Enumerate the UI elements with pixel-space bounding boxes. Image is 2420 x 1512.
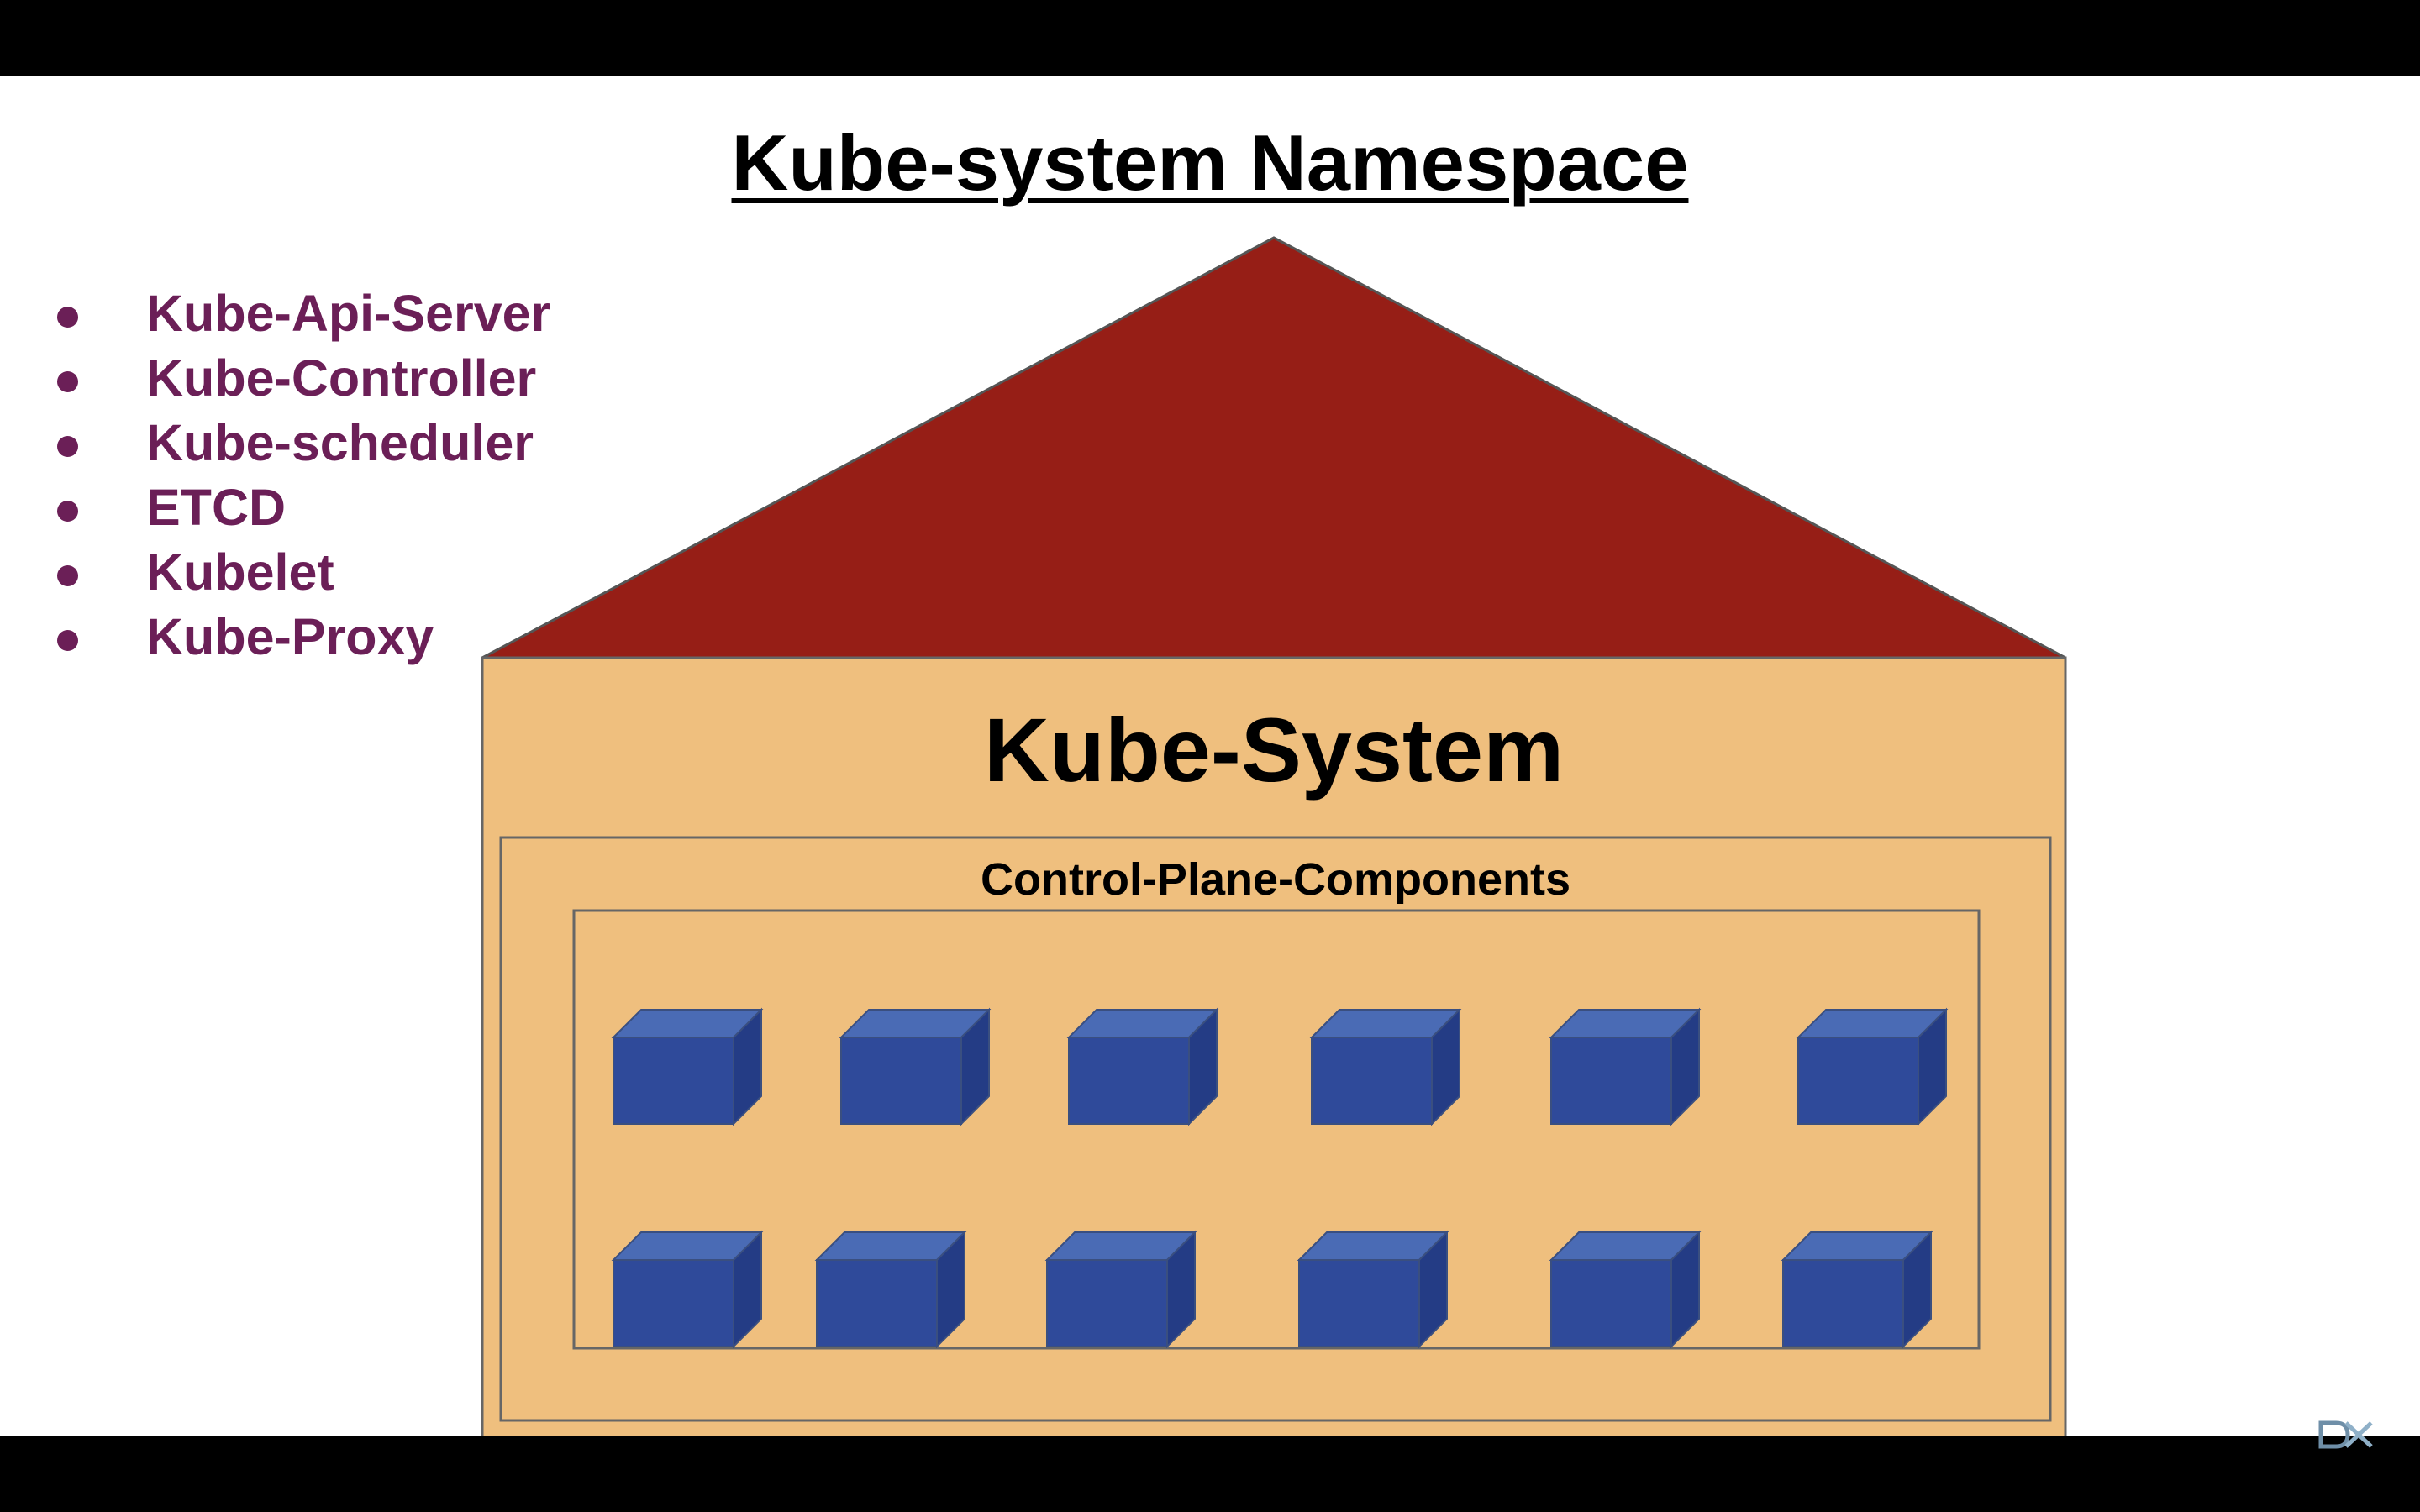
cube-grid bbox=[611, 1007, 1949, 1349]
component-cube-icon bbox=[814, 1230, 967, 1349]
kube-system-label: Kube-System bbox=[983, 699, 1565, 801]
component-cube-icon bbox=[1297, 1230, 1449, 1349]
component-cube-icon bbox=[611, 1230, 764, 1349]
bullet-dot-icon bbox=[57, 565, 78, 586]
top-letterbox-bar bbox=[0, 0, 2420, 76]
component-cube-icon bbox=[1549, 1230, 1702, 1349]
bottom-letterbox-bar bbox=[0, 1436, 2420, 1512]
bullet-item-kubelet: Kubelet bbox=[50, 540, 550, 605]
bullet-dot-icon bbox=[57, 630, 78, 651]
bullet-label: ETCD bbox=[146, 479, 287, 536]
bullet-dot-icon bbox=[57, 501, 78, 522]
component-cube-icon bbox=[1044, 1230, 1197, 1349]
control-plane-box bbox=[499, 836, 2052, 1422]
page-title: Kube-system Namespace bbox=[731, 118, 1689, 207]
bullet-dot-icon bbox=[57, 371, 78, 392]
control-plane-components-label: Control-Plane-Components bbox=[981, 854, 1570, 905]
bullet-label: Kube-Controller bbox=[146, 349, 537, 407]
bullet-dot-icon bbox=[57, 307, 78, 328]
component-cube-icon bbox=[839, 1007, 992, 1126]
bullet-item-kube-scheduler: Kube-scheduler bbox=[50, 411, 550, 475]
component-cube-icon bbox=[1781, 1230, 1933, 1349]
bullet-list: Kube-Api-Server Kube-Controller Kube-sch… bbox=[50, 281, 550, 669]
component-cube-icon bbox=[1309, 1007, 1462, 1126]
house-roof bbox=[481, 236, 2066, 659]
bullet-item-etcd: ETCD bbox=[50, 475, 550, 540]
bullet-label: Kubelet bbox=[146, 543, 334, 601]
bullet-item-kube-controller: Kube-Controller bbox=[50, 346, 550, 411]
components-box bbox=[572, 909, 1981, 1350]
component-cube-icon bbox=[611, 1007, 764, 1126]
component-cube-icon bbox=[1796, 1007, 1949, 1126]
component-cube-icon bbox=[1549, 1007, 1702, 1126]
house-diagram bbox=[481, 236, 2067, 1436]
dx-logo-icon bbox=[2318, 1420, 2373, 1449]
component-cube-icon bbox=[1066, 1007, 1219, 1126]
bullet-item-kube-proxy: Kube-Proxy bbox=[50, 605, 550, 669]
slide: Kube-system Namespace Kube-Api-Server Ku… bbox=[0, 76, 2420, 1436]
bullet-label: Kube-Api-Server bbox=[146, 285, 551, 342]
bullet-dot-icon bbox=[57, 436, 78, 457]
bullet-label: Kube-scheduler bbox=[146, 414, 534, 471]
bullet-item-kube-api-server: Kube-Api-Server bbox=[50, 281, 550, 346]
bullet-label: Kube-Proxy bbox=[146, 608, 434, 665]
